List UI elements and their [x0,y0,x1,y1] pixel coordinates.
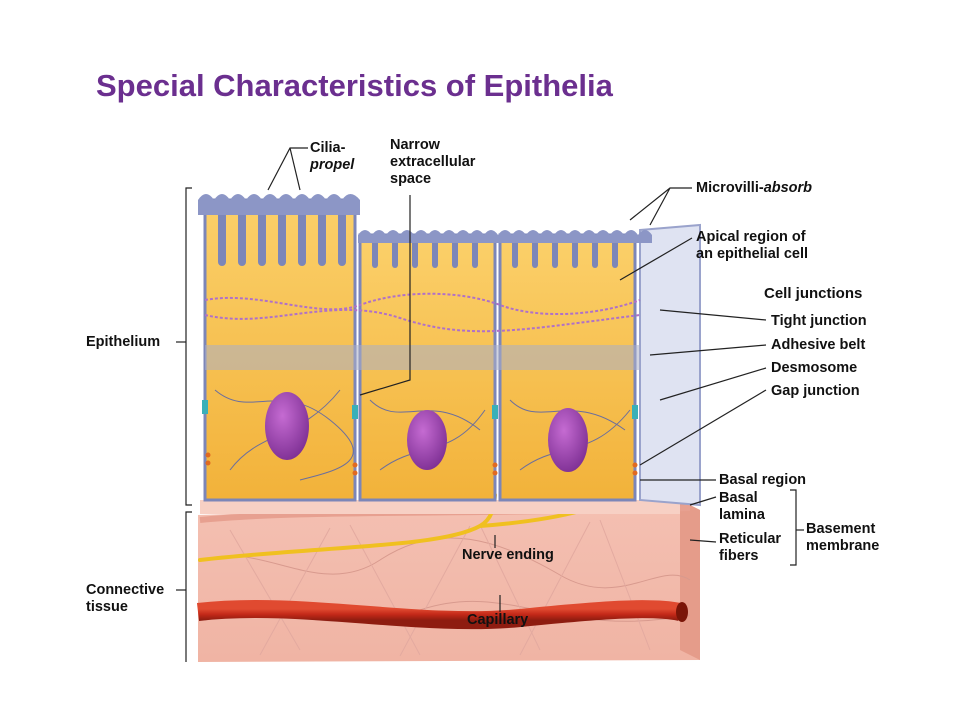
gap-junction-label: Gap junction [771,383,860,399]
epithelium-label: Epithelium [86,334,161,350]
microvilli-label: Microvilli-absorb [696,180,813,196]
connective-tissue-block [198,500,700,662]
apical-region-label: Apical region of an epithelial cell [696,229,809,262]
basal-region-label: Basal region [719,472,807,488]
capillary-vessel [196,600,688,630]
nucleus-1 [265,392,309,460]
desmosome-label: Desmosome [771,360,858,376]
cilia-tips [198,194,360,215]
basement-membrane-label: Basement membrane [806,521,880,554]
reticular-fibers-label: Reticular fibers [719,531,782,564]
narrow-extracellular-label: Narrow extracellular space [390,137,476,187]
microvilli-tips-2 [358,230,498,243]
connective-tissue-label: Connective tissue [86,582,165,615]
desmosomes [202,400,638,419]
capillary-label: Capillary [467,612,529,628]
label-leaders [176,147,804,662]
nucleus-2 [407,410,447,470]
basal-lamina-label: Basal lamina [719,490,765,523]
gap-junctions [205,452,638,476]
basal-lamina-layer [200,500,680,514]
nucleus-3 [548,408,588,472]
cilia-label: Cilia- propel [310,140,355,173]
adhesive-belt-label: Adhesive belt [771,337,866,353]
tight-junction-label: Tight junction [771,313,867,329]
cytoskeleton-bands [204,292,641,370]
microvilli [372,237,618,268]
nerve-ending-label: Nerve ending [462,547,554,563]
page-title: Special Characteristics of Epithelia [96,68,613,103]
cell-junctions-heading: Cell junctions [764,285,863,302]
microvilli-tips-3 [498,230,652,243]
